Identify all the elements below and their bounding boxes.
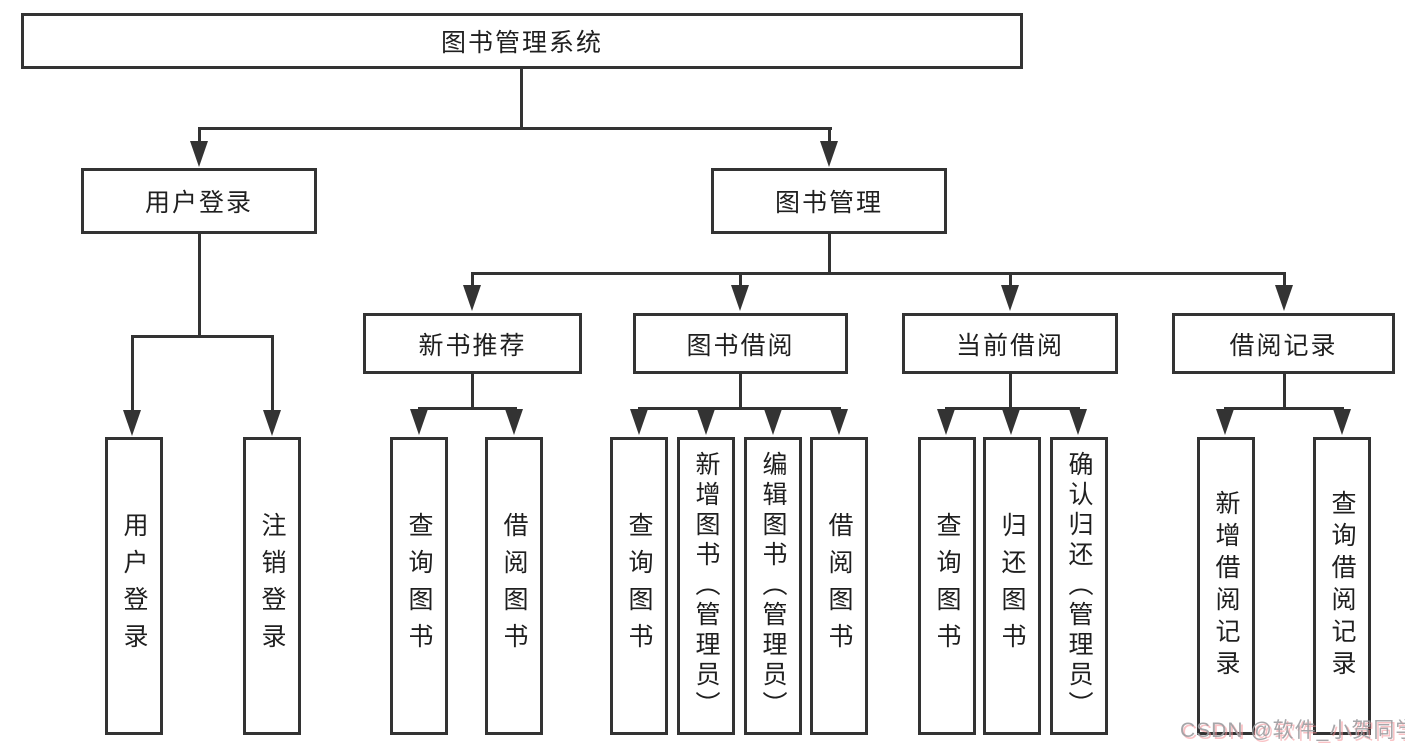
arrow-down-icon — [505, 409, 523, 435]
arrow-down-icon — [463, 285, 481, 311]
arrow-down-icon — [123, 410, 141, 436]
node-bb-add-books-admin: 新增图书（管理员） — [677, 437, 735, 735]
arrow-down-icon — [1001, 285, 1019, 311]
connector-user-login-vertical — [198, 233, 201, 335]
node-book-management: 图书管理 — [711, 168, 947, 234]
connector-borrow-records-horizontal — [1224, 407, 1344, 410]
arrow-down-icon — [764, 409, 782, 435]
connector-current-borrow-vertical — [1009, 374, 1012, 407]
arrow-down-icon — [697, 409, 715, 435]
connector-user-leaf-stub — [131, 337, 134, 412]
node-borrowing-records: 借阅记录 — [1172, 313, 1395, 374]
arrow-down-icon — [731, 285, 749, 311]
csdn-watermark: CSDN @软件_小贺同学 — [1180, 719, 1405, 742]
arrow-down-icon — [630, 409, 648, 435]
connector-book-management-stub — [828, 129, 831, 143]
connector-current-borrow-horizontal — [945, 407, 1080, 410]
node-br-query-record: 查询借阅记录 — [1313, 437, 1371, 735]
node-bb-borrow-books: 借阅图书 — [810, 437, 868, 735]
connector-user-login-stub — [198, 129, 201, 143]
connector-book-borrow-horizontal — [638, 407, 841, 410]
node-new-book-recommend: 新书推荐 — [363, 313, 582, 374]
connector-root-vertical — [520, 69, 523, 127]
connector-level3-stub — [471, 274, 474, 286]
node-bb-query-books: 查询图书 — [610, 437, 668, 735]
node-nbr-query-books: 查询图书 — [390, 437, 448, 735]
connector-new-book-horizontal — [418, 407, 517, 410]
connector-level2-horizontal — [198, 127, 832, 130]
node-bb-edit-books-admin: 编辑图书（管理员） — [744, 437, 802, 735]
node-library-management-system: 图书管理系统 — [21, 13, 1023, 69]
connector-level3-stub — [739, 274, 742, 286]
node-user-login-leaf: 用户登录 — [105, 437, 163, 735]
node-book-borrowing: 图书借阅 — [633, 313, 848, 374]
node-cb-return-books: 归还图书 — [983, 437, 1041, 735]
connector-borrow-records-vertical — [1283, 374, 1286, 407]
connector-book-management-vertical — [828, 233, 831, 272]
arrow-down-icon — [830, 409, 848, 435]
arrow-down-icon — [410, 409, 428, 435]
connector-book-borrow-vertical — [739, 374, 742, 407]
arrow-down-icon — [1002, 409, 1020, 435]
connector-level3-horizontal — [471, 272, 1286, 275]
node-current-borrowing: 当前借阅 — [902, 313, 1118, 374]
arrow-down-icon — [1216, 409, 1234, 435]
node-br-add-record: 新增借阅记录 — [1197, 437, 1255, 735]
node-cb-confirm-return-admin: 确认归还（管理员） — [1050, 437, 1108, 735]
node-cb-query-books: 查询图书 — [918, 437, 976, 735]
arrow-down-icon — [1333, 409, 1351, 435]
arrow-down-icon — [937, 409, 955, 435]
arrow-down-icon — [190, 141, 208, 167]
node-user-login: 用户登录 — [81, 168, 317, 234]
node-nbr-borrow-books: 借阅图书 — [485, 437, 543, 735]
connector-level3-stub — [1009, 274, 1012, 286]
arrow-down-icon — [1069, 409, 1087, 435]
connector-user-leaf-stub — [271, 337, 274, 412]
arrow-down-icon — [820, 141, 838, 167]
connector-new-book-vertical — [471, 374, 474, 407]
node-logout-leaf: 注销登录 — [243, 437, 301, 735]
connector-user-login-horizontal — [131, 335, 274, 338]
connector-level3-stub — [1283, 274, 1286, 286]
arrow-down-icon — [1275, 285, 1293, 311]
arrow-down-icon — [263, 410, 281, 436]
